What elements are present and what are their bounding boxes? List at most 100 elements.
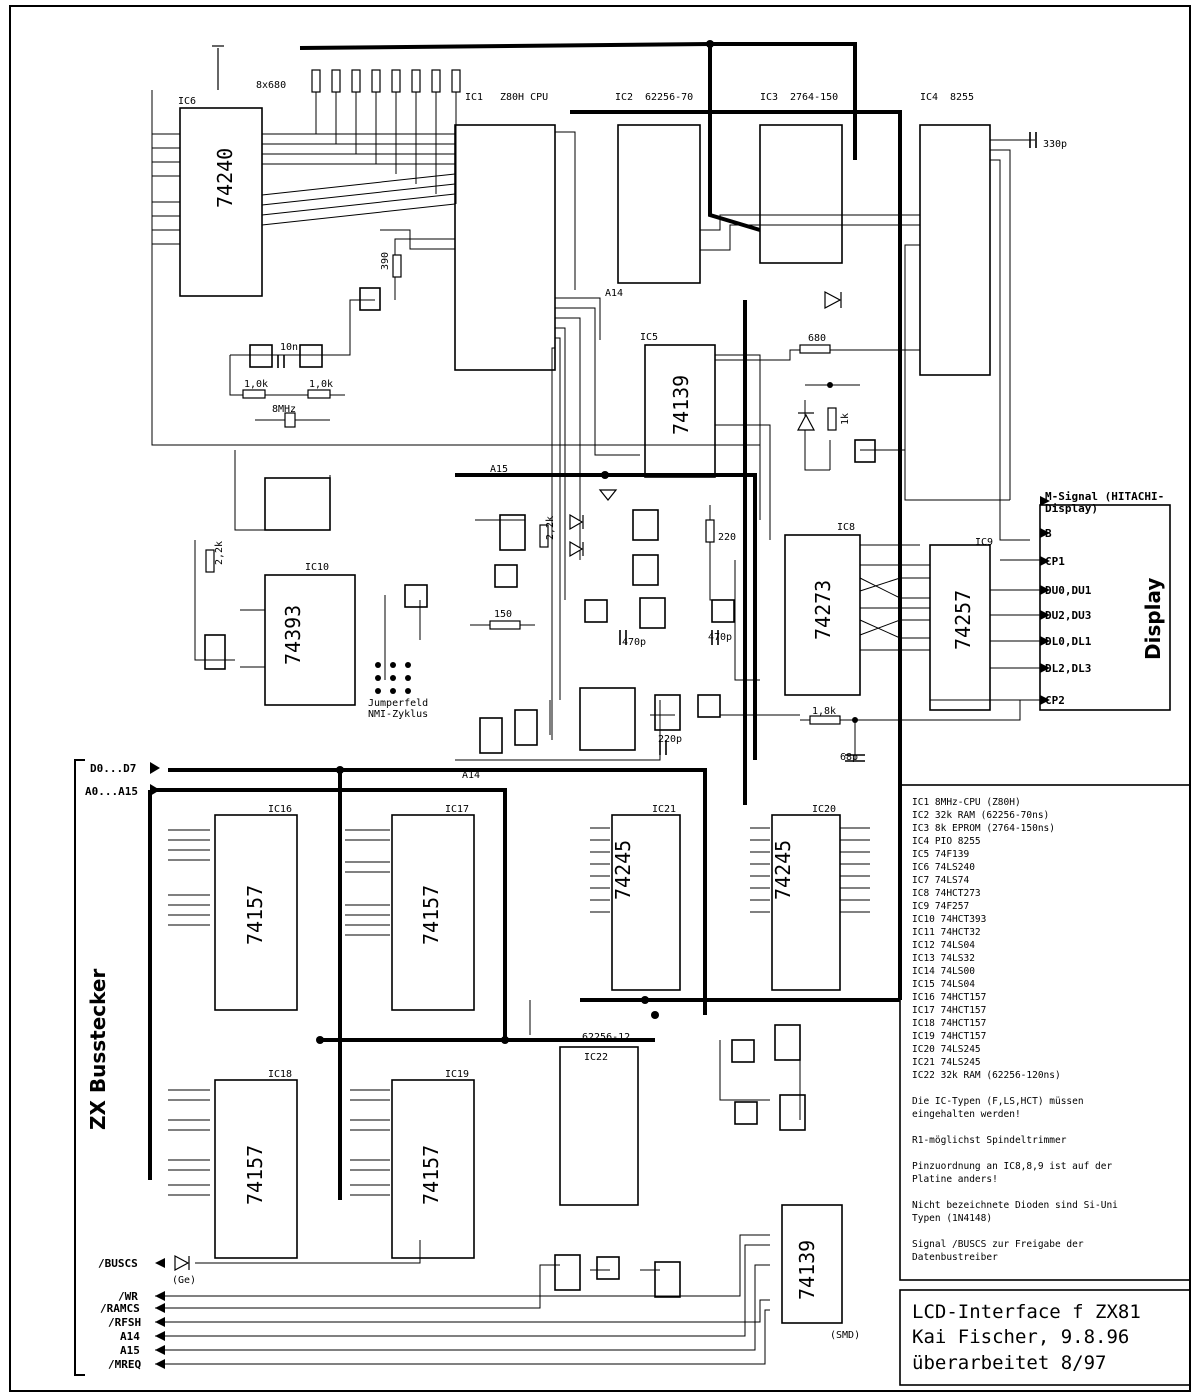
legend-line: IC18 74HCT157	[912, 1018, 986, 1029]
svg-text:74240: 74240	[213, 148, 237, 208]
svg-text:Jumperfeld: Jumperfeld	[368, 698, 428, 709]
svg-text:Kai Fischer, 9.8.96: Kai Fischer, 9.8.96	[912, 1326, 1129, 1348]
legend-line: IC3 8k EPROM (2764-150ns)	[912, 823, 1055, 834]
svg-text:DU2,DU3: DU2,DU3	[1045, 609, 1091, 622]
legend-line: IC17 74HCT157	[912, 1005, 986, 1016]
ic15e-box	[204, 634, 226, 670]
legend-line: IC7 74LS74	[912, 875, 969, 886]
svg-text:A14: A14	[120, 1330, 140, 1343]
title-box	[899, 1289, 1191, 1386]
ic16-box	[214, 814, 298, 1011]
ic1-box	[454, 124, 556, 371]
svg-text:74245: 74245	[611, 840, 635, 900]
svg-text:IC9: IC9	[975, 537, 993, 548]
ic9-box	[929, 544, 991, 711]
legend-line: IC2 32k RAM (62256-70ns)	[912, 810, 1049, 821]
ic-labels: IC6 74240 IC1 Z80H CPU IC2 62256-70 IC3 …	[178, 92, 993, 1300]
svg-text:IC19: IC19	[445, 1069, 469, 1080]
ic12a-box	[596, 1256, 620, 1280]
svg-text:B: B	[1045, 527, 1052, 540]
ic-legend: IC1 8MHz-CPU (Z80H)IC2 32k RAM (62256-70…	[912, 797, 1118, 1263]
legend-line: IC15 74LS04	[912, 979, 975, 990]
svg-text:A14: A14	[605, 288, 623, 299]
legend-line: Pinzuordnung an IC8,8,9 ist auf der	[912, 1161, 1112, 1172]
svg-text:74139: 74139	[669, 375, 693, 435]
legend-box	[899, 784, 1191, 1281]
svg-text:IC8: IC8	[837, 522, 855, 533]
svg-text:1,0k: 1,0k	[309, 379, 333, 390]
svg-text:Z80H CPU: Z80H CPU	[500, 92, 548, 103]
ic12d-box	[359, 287, 381, 311]
ic14b-box	[404, 584, 428, 608]
svg-text:IC5: IC5	[640, 332, 658, 343]
ic3-box	[759, 124, 843, 264]
svg-text:DL0,DL1: DL0,DL1	[1045, 635, 1092, 648]
ic12e-box	[299, 344, 323, 368]
svg-text:Display): Display)	[1045, 502, 1098, 515]
svg-text:74257: 74257	[951, 590, 975, 650]
ic20-box	[771, 814, 841, 991]
ic8-box	[784, 534, 861, 696]
legend-line: IC19 74HCT157	[912, 1031, 986, 1042]
capacitors	[277, 132, 1037, 762]
ic11b-box	[654, 1261, 681, 1298]
svg-text:150: 150	[494, 609, 512, 620]
svg-text:IC6: IC6	[178, 96, 196, 107]
svg-text:DL2,DL3: DL2,DL3	[1045, 662, 1091, 675]
ic5b-box	[781, 1204, 843, 1324]
svg-text:74393: 74393	[281, 605, 305, 665]
legend-line: IC12 74LS04	[912, 940, 975, 951]
legend-line: IC9 74F257	[912, 901, 969, 912]
svg-text:74139: 74139	[795, 1240, 819, 1300]
resnet-label: 8x680	[256, 80, 286, 91]
ic-boxes	[179, 107, 1191, 1386]
svg-text:74157: 74157	[419, 885, 443, 945]
svg-text:IC18: IC18	[268, 1069, 292, 1080]
svg-text:IC21: IC21	[652, 804, 676, 815]
svg-text:470p: 470p	[622, 637, 646, 648]
ic2-box	[617, 124, 701, 284]
svg-text:M-Signal (HITACHI-: M-Signal (HITACHI-	[1045, 490, 1164, 503]
svg-text:IC3: IC3	[760, 92, 778, 103]
svg-text:A15: A15	[490, 464, 508, 475]
legend-line: IC16 74HCT157	[912, 992, 986, 1003]
ic11d-box	[554, 1254, 581, 1291]
svg-text:2,2k: 2,2k	[214, 541, 225, 565]
display-box	[1039, 504, 1171, 711]
legend-line: IC11 74HCT32	[912, 927, 981, 938]
component-labels: 330p 8MHz 390 1,0k 1,0k 10n 680 1k Jumpe…	[214, 139, 1067, 781]
legend-line: IC22 32k RAM (62256-120ns)	[912, 1070, 1061, 1081]
ic13d-box	[479, 717, 503, 754]
svg-text:IC4: IC4	[920, 92, 938, 103]
bus-lines	[148, 42, 902, 1200]
ic18-box	[214, 1079, 298, 1259]
svg-text:überarbeitet 8/97: überarbeitet 8/97	[912, 1352, 1106, 1374]
svg-text:IC17: IC17	[445, 804, 469, 815]
svg-text:LCD-Interface f ZX81: LCD-Interface f ZX81	[912, 1301, 1141, 1323]
legend-line: IC13 74LS32	[912, 953, 975, 964]
ic4-box	[919, 124, 991, 376]
ic5-box	[644, 344, 716, 478]
legend-line: Nicht bezeichnete Dioden sind Si-Uni	[912, 1200, 1118, 1211]
ic15a-box	[711, 599, 735, 623]
ic10-box	[264, 574, 356, 706]
ic13c2-box	[514, 709, 538, 746]
legend-line: IC8 74HCT273	[912, 888, 981, 899]
ic19-box	[391, 1079, 475, 1259]
ic11c-box	[779, 1094, 806, 1131]
resistor-network	[311, 69, 461, 93]
svg-text:(Ge): (Ge)	[172, 1275, 196, 1286]
zx-connector-bracket	[74, 759, 85, 1376]
svg-text:8255: 8255	[950, 92, 974, 103]
svg-text:IC16: IC16	[268, 804, 292, 815]
svg-text:330p: 330p	[1043, 139, 1067, 150]
svg-text:CP1: CP1	[1045, 555, 1065, 568]
jumper-field	[375, 662, 411, 694]
ic22-box	[559, 1046, 639, 1206]
passives	[205, 254, 841, 725]
ic15c2-box	[697, 694, 721, 718]
legend-line: R1-möglichst Spindeltrimmer	[912, 1135, 1067, 1146]
svg-text:/MREQ: /MREQ	[108, 1358, 141, 1371]
ic12f-box	[584, 599, 608, 623]
svg-text:74157: 74157	[243, 885, 267, 945]
